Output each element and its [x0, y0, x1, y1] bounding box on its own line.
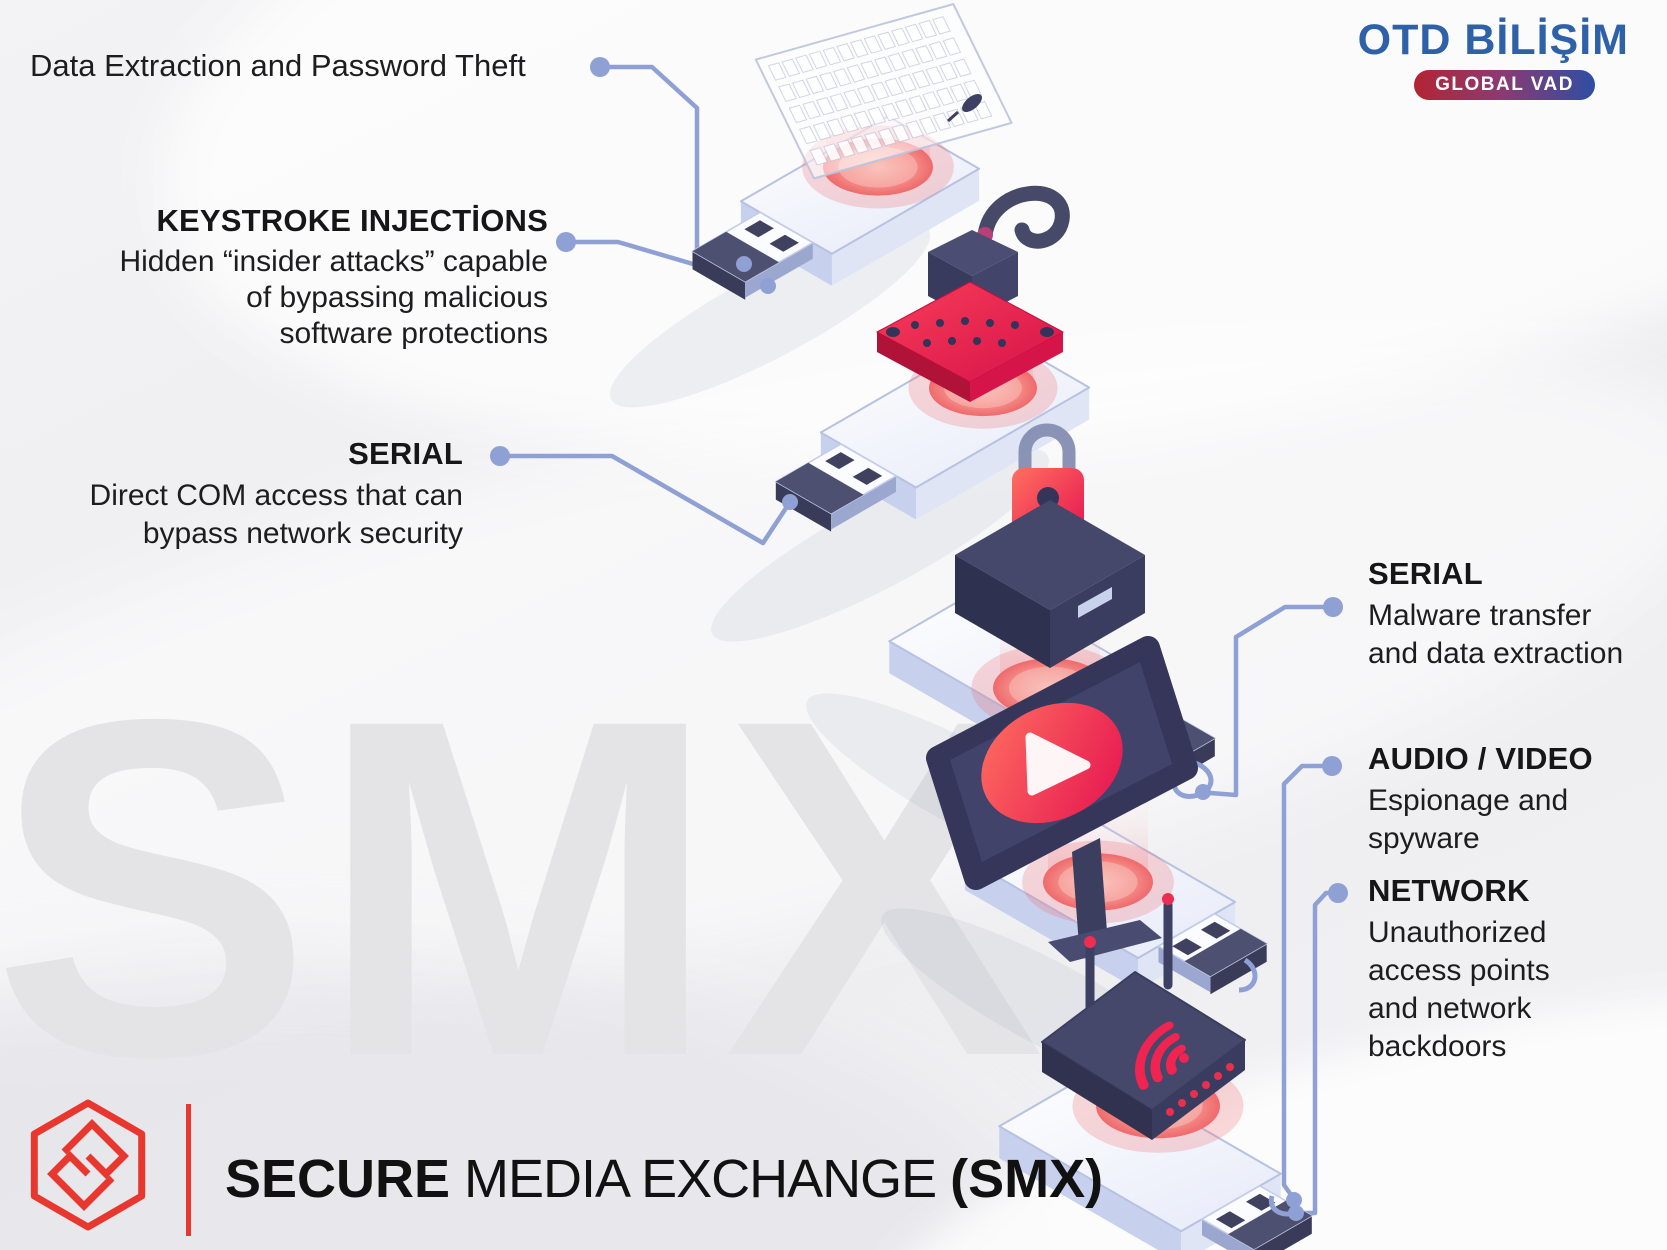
callout-title: KEYSTROKE INJECTİONS: [156, 203, 548, 238]
callout-audio-video: AUDIO / VIDEO Espionage and spyware: [1368, 741, 1593, 858]
callout-serial-left: SERIAL Direct COM access that can bypass…: [90, 436, 463, 553]
smx-logo-icon: [30, 1099, 191, 1236]
callout-title: SERIAL: [1368, 556, 1483, 591]
callout-text: software protections: [279, 317, 548, 350]
callout-title: NETWORK: [1368, 873, 1530, 908]
callout-text: backdoors: [1368, 1030, 1507, 1063]
connector-dot: [1328, 883, 1348, 903]
callout-text: Malware transfer: [1368, 599, 1592, 632]
footer: SECURE MEDIA EXCHANGE (SMX): [0, 1090, 1103, 1250]
callout-text: Hidden “insider attacks” capable: [119, 245, 548, 278]
callout-text: Unauthorized: [1368, 916, 1547, 949]
callout-text: bypass network security: [142, 517, 463, 550]
callout-keystroke-injections: KEYSTROKE INJECTİONS Hidden “insider att…: [119, 203, 548, 352]
connector-dot: [736, 256, 752, 272]
connector-dot: [1195, 784, 1211, 800]
callout-text: access points: [1368, 954, 1550, 987]
connector-dot: [1323, 597, 1343, 617]
page-title: SECURE MEDIA EXCHANGE (SMX): [225, 1148, 1103, 1210]
connector-line: [500, 453, 792, 546]
brand-badge: GLOBAL VAD: [1414, 70, 1595, 100]
callout-text: Data Extraction and Password Theft: [30, 48, 526, 83]
callout-text: spyware: [1368, 822, 1480, 855]
title-secure: SECURE: [225, 1149, 451, 1209]
connector-dot: [1322, 756, 1342, 776]
brand-logo: OTD BİLİŞİM GLOBAL VAD: [1358, 16, 1629, 100]
connector-dot: [556, 232, 576, 252]
callout-title: SERIAL: [348, 436, 463, 471]
callout-serial-right: SERIAL Malware transfer and data extract…: [1368, 556, 1623, 673]
keyboard-icon: [754, 3, 1013, 180]
connector-dot: [490, 446, 510, 466]
callout-text: of bypassing malicious: [246, 281, 548, 314]
callout-network: NETWORK Unauthorized access points and n…: [1368, 873, 1550, 1066]
callout-text: and data extraction: [1368, 637, 1624, 670]
connector-dot: [590, 57, 610, 77]
brand-name: OTD BİLİŞİM: [1357, 16, 1629, 64]
title-smx: (SMX): [950, 1149, 1104, 1209]
connector-dot: [782, 494, 798, 510]
connector-line: [1281, 763, 1332, 1201]
connector-dot: [1288, 1205, 1304, 1221]
callout-title: AUDIO / VIDEO: [1368, 741, 1593, 776]
connector-dot: [760, 278, 776, 294]
connector-line: [1298, 890, 1338, 1216]
callout-text: Direct COM access that can: [89, 479, 463, 512]
title-media-exchange: MEDIA EXCHANGE: [450, 1149, 951, 1209]
callout-text: and network: [1368, 992, 1532, 1025]
callout-data-extraction: Data Extraction and Password Theft: [30, 47, 526, 85]
callout-text: Espionage and: [1368, 784, 1569, 817]
